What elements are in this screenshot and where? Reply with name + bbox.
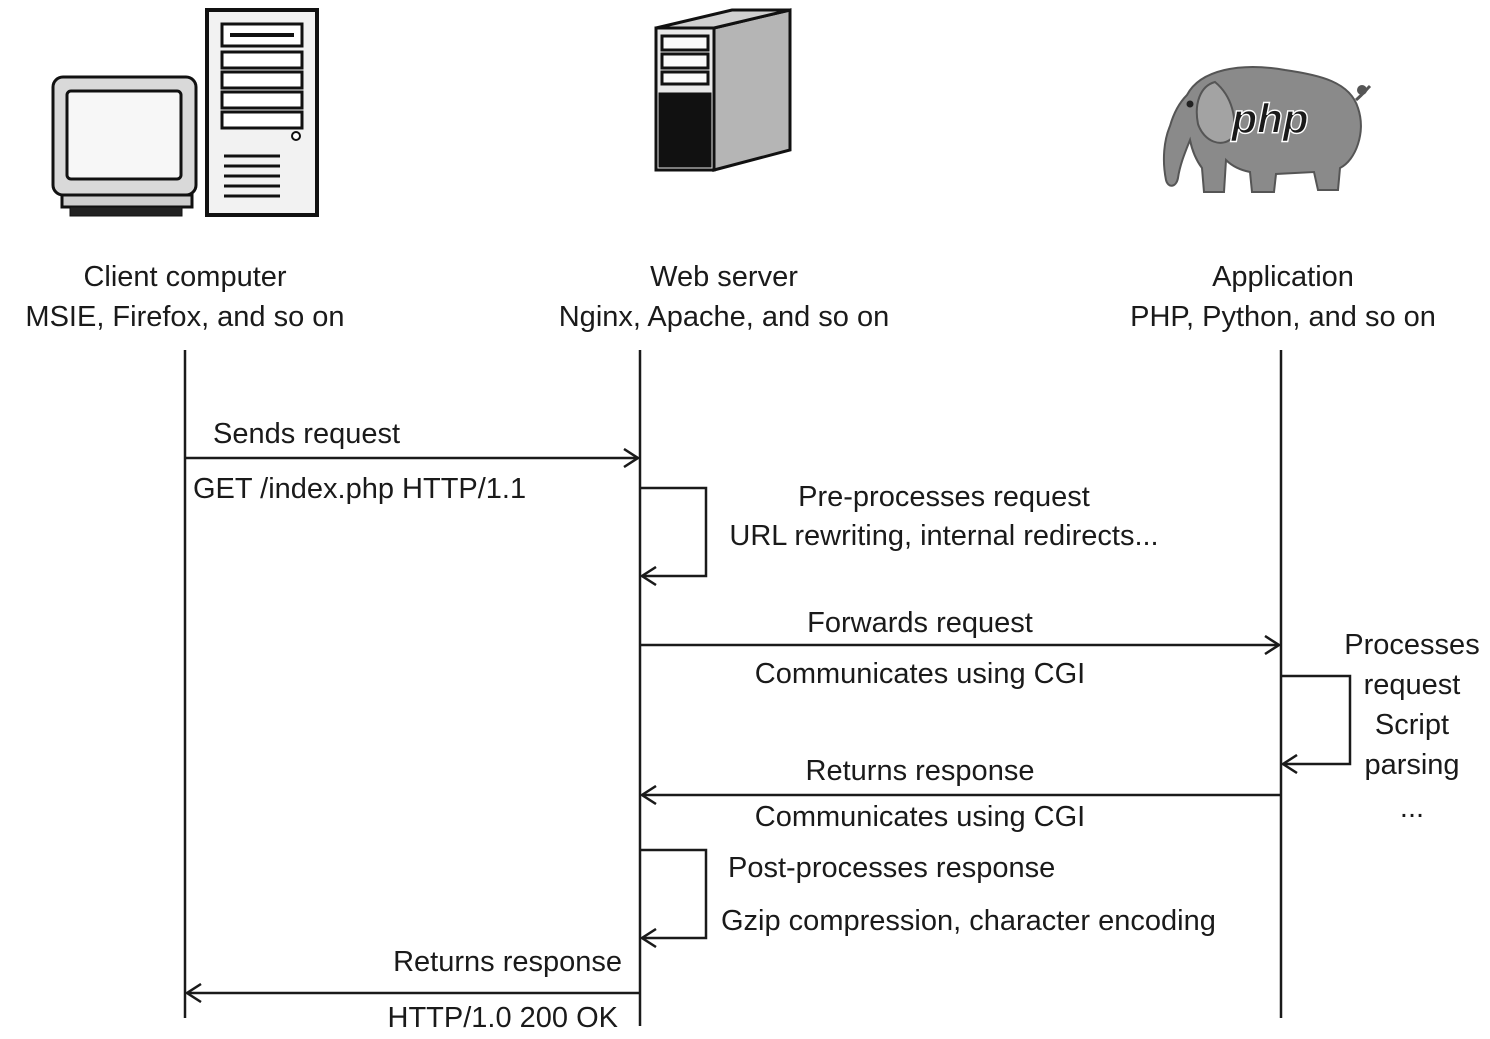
client-detail: MSIE, Firefox, and so on: [25, 301, 345, 333]
server-drive-1: [660, 34, 710, 52]
send-request-label: Sends request: [213, 418, 401, 450]
server-panel: [658, 92, 712, 168]
forward-request-label: Forwards request: [807, 607, 1033, 639]
tower-bay-3: [220, 70, 304, 90]
tower-bay-2: [220, 50, 304, 70]
arrow-pre-process-loop: [641, 486, 708, 576]
elephant-ear: [1195, 80, 1236, 144]
post-process-label: Post-processes response: [728, 852, 1056, 884]
monitor-screen: [65, 89, 183, 181]
client-computer-icon: [51, 8, 319, 217]
server-side: [712, 8, 792, 172]
arrow-post-process-loop: [641, 848, 708, 938]
forward-request-detail: Communicates using CGI: [754, 658, 1086, 690]
application-title: Application: [1212, 261, 1354, 293]
pre-process-label: Pre-processes request: [798, 481, 1090, 513]
send-request-detail: GET /index.php HTTP/1.1: [193, 473, 527, 505]
server-drive-3: [660, 70, 710, 86]
elephant-eye: [1186, 100, 1194, 108]
process-request-line-4: parsing: [1364, 749, 1460, 781]
web-server-title: Web server: [650, 261, 798, 293]
tower-bay-4: [220, 90, 304, 110]
pre-process-detail: URL rewriting, internal redirects...: [729, 520, 1159, 552]
post-process-detail: Gzip compression, character encoding: [721, 905, 1216, 937]
final-response-label: Returns response: [393, 946, 622, 978]
client-title: Client computer: [83, 261, 287, 293]
web-server-detail: Nginx, Apache, and so on: [558, 301, 890, 333]
tower-bay-5: [220, 110, 304, 130]
monitor-base: [60, 193, 194, 209]
app-response-detail: Communicates using CGI: [754, 801, 1086, 833]
process-request-line-5: ...: [1399, 792, 1425, 824]
keyboard: [69, 206, 183, 217]
server-drive-2: [660, 52, 710, 70]
arrow-process-loop: [1282, 674, 1352, 764]
php-elephant-icon: php: [1162, 66, 1372, 193]
process-request-line-1: Processes: [1344, 629, 1480, 661]
application-detail: PHP, Python, and so on: [1130, 301, 1436, 333]
process-request-line-2: request: [1363, 669, 1461, 701]
final-response-detail: HTTP/1.0 200 OK: [387, 1002, 619, 1034]
server-tower-icon: [654, 8, 792, 172]
process-request-line-3: Script: [1374, 709, 1450, 741]
app-response-label: Returns response: [805, 755, 1035, 787]
php-logo-text: php: [1231, 95, 1309, 142]
